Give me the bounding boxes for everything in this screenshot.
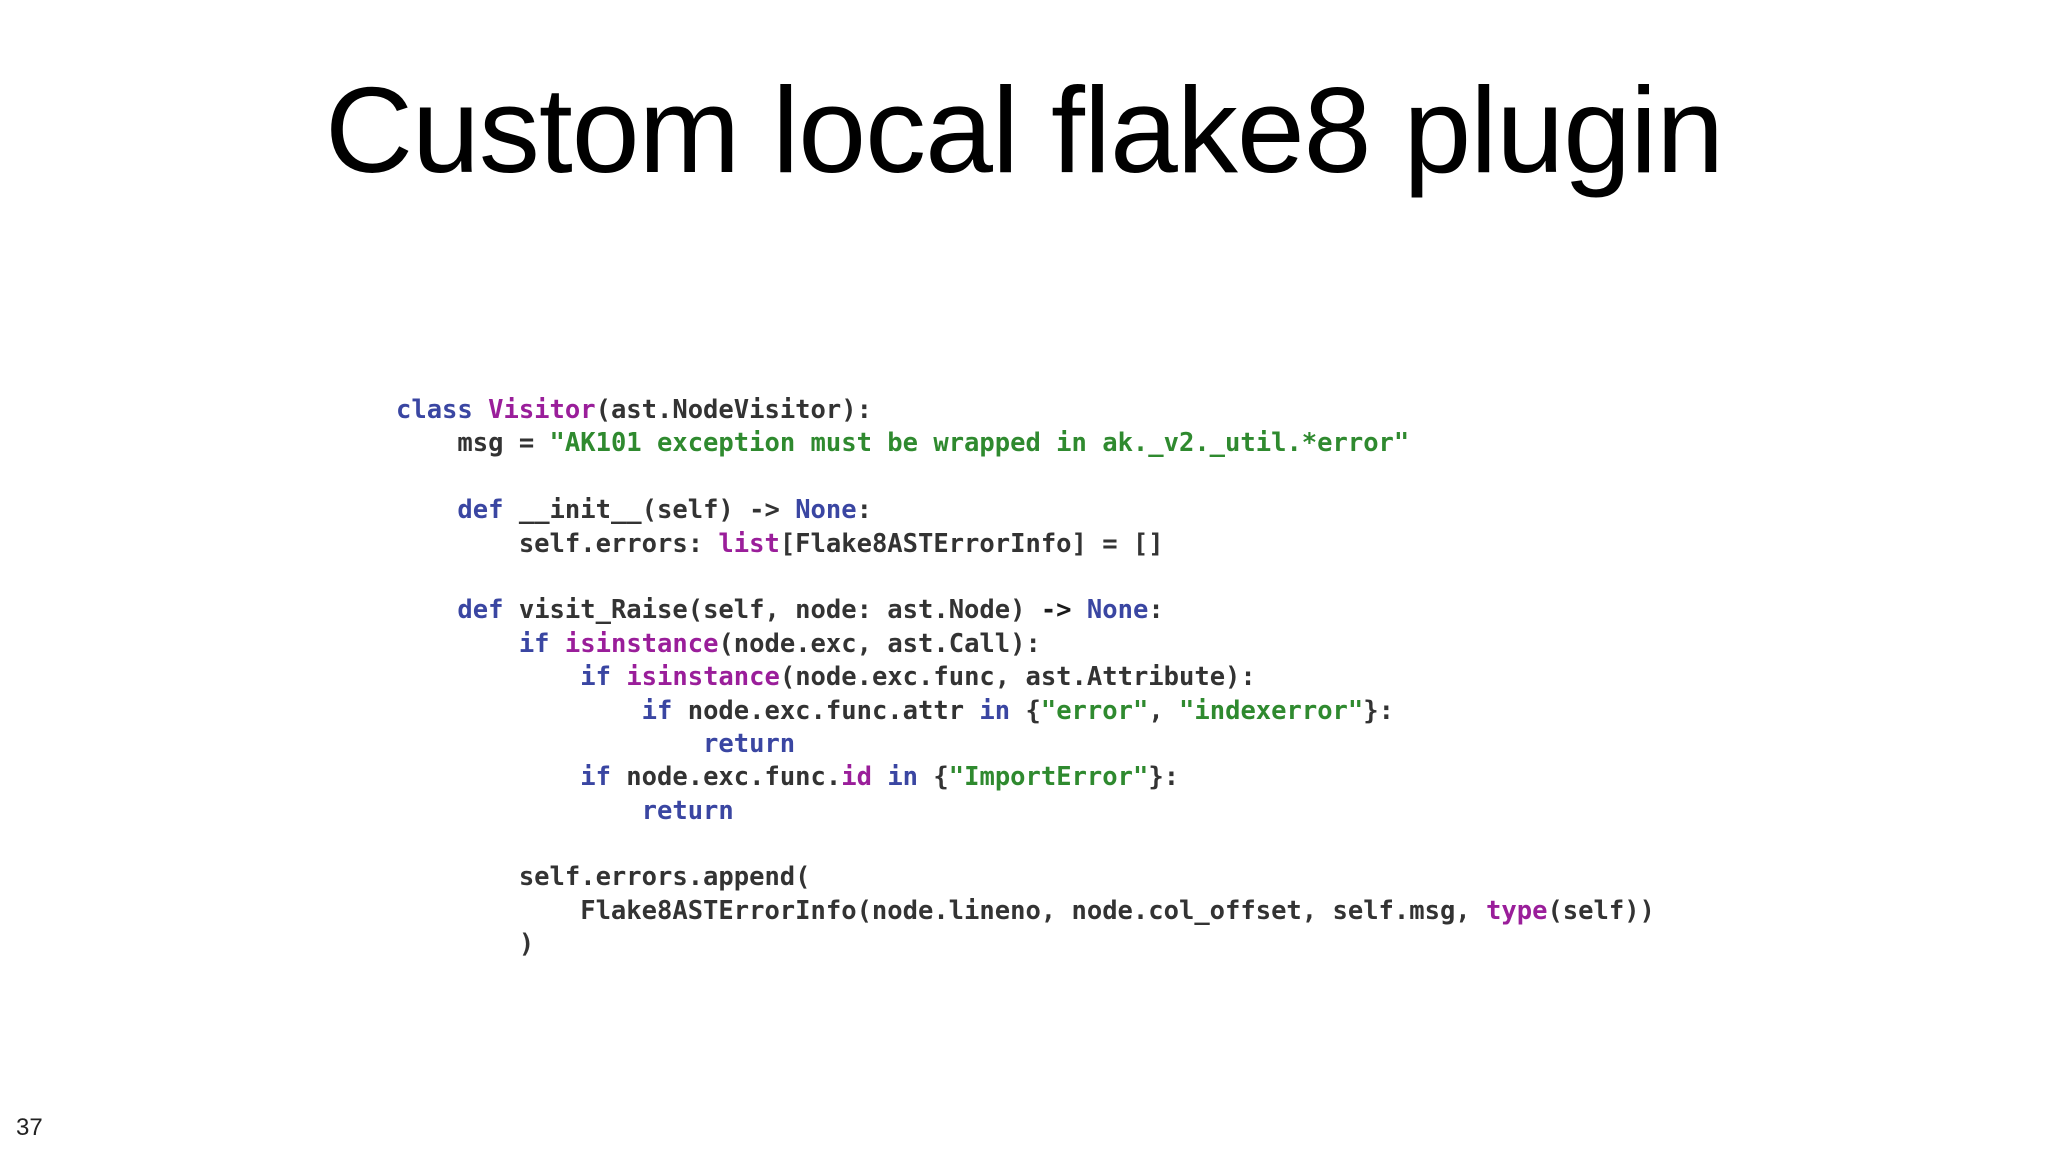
code-text: [Flake8ASTErrorInfo] = [] (779, 528, 1164, 559)
code-text: node.exc.func. (610, 762, 842, 793)
code-text: self.errors.append( (396, 862, 811, 893)
code-line: Flake8ASTErrorInfo(node.lineno, node.col… (396, 895, 1655, 928)
code-line: msg = "AK101 exception must be wrapped i… (396, 427, 1655, 460)
code-line: def visit_Raise(self, node: ast.Node) ->… (396, 594, 1655, 627)
code-text: self.errors: (396, 528, 719, 559)
code-string: "AK101 exception must be wrapped in ak._… (549, 428, 1410, 459)
code-line (396, 461, 1655, 494)
code-line: return (396, 728, 1655, 761)
code-line: return (396, 795, 1655, 828)
code-text: msg = (396, 428, 550, 459)
code-text (550, 629, 565, 659)
code-text: __init__(self) -> (503, 495, 796, 526)
code-line: self.errors: list[Flake8ASTErrorInfo] = … (396, 528, 1655, 561)
code-text (396, 662, 580, 692)
code-builtin: isinstance (564, 628, 719, 659)
code-keyword: in (979, 695, 1011, 726)
code-keyword: class (396, 395, 473, 425)
code-keyword: if (580, 662, 611, 693)
code-keyword: None (1086, 595, 1149, 626)
code-text: node.exc.func.attr (672, 695, 980, 726)
code-text (396, 796, 642, 826)
code-builtin: list (718, 528, 780, 559)
code-keyword: def (457, 595, 504, 626)
code-text: (ast.NodeVisitor): (595, 395, 872, 425)
code-keyword: def (457, 495, 504, 526)
code-text (396, 696, 642, 726)
code-text: }: (1363, 695, 1394, 726)
code-keyword: in (887, 762, 919, 793)
code-line: ) (396, 928, 1655, 961)
code-builtin: Visitor (488, 395, 596, 425)
code-keyword: if (580, 762, 611, 793)
code-text (872, 762, 887, 792)
code-text (396, 729, 703, 759)
code-line: self.errors.append( (396, 861, 1655, 894)
code-builtin: id (841, 762, 872, 793)
code-text (611, 662, 626, 692)
code-text (473, 395, 488, 425)
slide-title: Custom local flake8 plugin (324, 62, 1724, 198)
code-keyword: return (641, 795, 734, 826)
code-keyword: None (795, 495, 857, 526)
code-text: (node.exc, ast.Call): (718, 628, 1041, 659)
code-line (396, 828, 1655, 861)
code-keyword: return (703, 728, 796, 759)
code-line: if isinstance(node.exc, ast.Call): (396, 628, 1655, 661)
code-text (1072, 595, 1087, 625)
code-text: , (1148, 695, 1180, 726)
code-text: (node.exc.func, ast.Attribute): (779, 662, 1256, 693)
code-text: : (856, 495, 872, 526)
code-line: class Visitor(ast.NodeVisitor): (396, 394, 1655, 427)
code-builtin: type (1486, 895, 1548, 926)
code-text: : (1148, 595, 1164, 626)
code-string: "error" (1040, 695, 1149, 726)
code-text: { (1010, 695, 1041, 726)
code-text: }: (1148, 762, 1180, 793)
code-text: (self)) (1547, 895, 1655, 926)
code-text (396, 762, 580, 792)
code-keyword: if (518, 628, 550, 659)
code-line: if node.exc.func.id in {"ImportError"}: (396, 761, 1655, 794)
code-line: if isinstance(node.exc.func, ast.Attribu… (396, 661, 1655, 694)
code-text: visit_Raise(self, node: ast.Node) (503, 595, 1041, 626)
code-keyword: if (641, 695, 673, 726)
code-builtin: isinstance (626, 662, 780, 693)
code-text: ) (396, 929, 535, 960)
code-text (396, 495, 457, 525)
code-text (396, 595, 457, 625)
code-line: def __init__(self) -> None: (396, 494, 1655, 527)
code-operator: -> (1040, 595, 1072, 626)
code-text (396, 629, 519, 659)
code-string: "ImportError" (948, 762, 1149, 793)
code-string: "indexerror" (1179, 695, 1364, 726)
code-block: class Visitor(ast.NodeVisitor): msg = "A… (396, 394, 1655, 962)
code-text: Flake8ASTErrorInfo(node.lineno, node.col… (396, 895, 1487, 926)
code-line (396, 561, 1655, 594)
page-number: 37 (16, 1114, 43, 1141)
code-text: { (918, 762, 949, 793)
code-line: if node.exc.func.attr in {"error", "inde… (396, 695, 1655, 728)
